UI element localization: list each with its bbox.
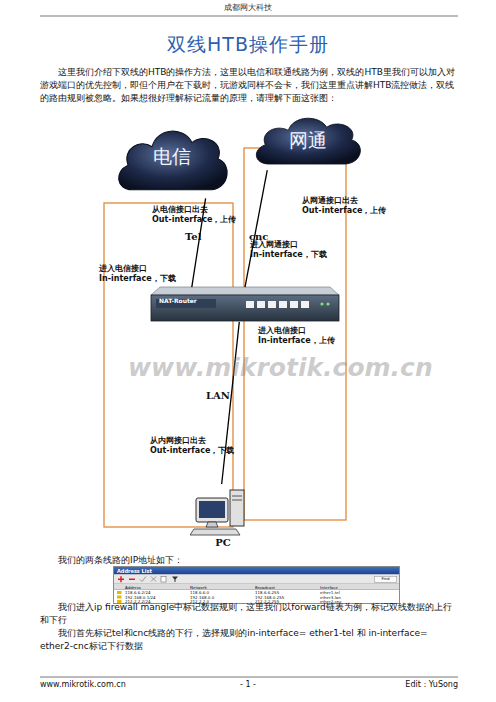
table-cell: ether3-lan — [320, 595, 341, 600]
network-cable — [245, 170, 267, 287]
link-name: LAN — [206, 390, 230, 401]
link-name: Tel — [185, 231, 201, 242]
column-header: Address — [125, 585, 141, 590]
address-list-screenshot: Address ListFindAddress Network Broadcast I… — [113, 566, 400, 604]
flow-callout: 进入电信接口 In-interface，下载 — [99, 264, 176, 285]
body-paragraph: 这里我们介绍下双线的HTB的操作方法，这里以电信和联通线路为例，双线的HTB里我… — [40, 66, 458, 105]
flow-callout: 从内网接口出去 Out-interface，下载 — [150, 436, 234, 457]
table-cell: ether1-tel — [320, 591, 340, 596]
window-titlebar — [114, 567, 400, 575]
network-cable — [222, 322, 240, 484]
pc-terminal: PC — [190, 484, 256, 552]
column-header: Broadcast — [255, 585, 275, 590]
page-title: 双线HTB操作手册 — [0, 32, 496, 58]
flow-callout: 从网通接口出去 Out-interface，上传 — [302, 196, 386, 217]
table-cell: 192.168.0.0 — [190, 595, 214, 600]
cloud-name: 网通 — [250, 128, 365, 154]
device-model: NAT-Router — [159, 297, 197, 304]
body-paragraph: 我们进入ip firewall mangle中标记数据规则，这里我们以forwa… — [40, 601, 458, 626]
toolbar-icons — [114, 575, 214, 585]
body-paragraph: 我们的两条线路的IP地址如下： — [40, 554, 458, 567]
table-cell: 192.168.0.255 — [255, 595, 284, 600]
page-header: 成都网大科技 — [0, 3, 496, 13]
window-toolbar — [114, 575, 400, 585]
flow-callout: 进入电信接口 In-interface，上传 — [258, 326, 335, 347]
column-header: Network — [190, 585, 207, 590]
table-cell: 118.6.6.255 — [255, 591, 279, 596]
table-cell: 192.168.0.1/24 — [125, 595, 156, 600]
flow-callout: 从电信接口出去 Out-interface，上传 — [152, 205, 236, 226]
footer-editor: Edit：YuSong — [318, 680, 458, 690]
terminal-name: PC — [190, 537, 256, 548]
footer-url: www.mikrotik.com.cn — [40, 680, 126, 690]
table-cell: 118.6.6.0 — [190, 591, 209, 596]
isp-cloud: 电信 — [112, 118, 232, 200]
header-rule — [40, 16, 458, 17]
table-cell: 118.6.6.2/24 — [125, 591, 151, 596]
watermark: www.mikrotik.com.cn — [128, 352, 433, 385]
router-outline — [150, 286, 340, 323]
window-title: Address List — [117, 568, 152, 575]
router-device: NAT-Router — [150, 286, 340, 323]
body-paragraph: 我们首先标记tel和cnc线路的下行，选择规则的in-interface= et… — [40, 627, 458, 652]
find-button: Find — [374, 576, 397, 583]
row-icons — [114, 590, 124, 604]
link-name: cnc — [249, 231, 268, 242]
flow-callout: 进入网通接口 In-interface，下载 — [250, 240, 327, 261]
column-header: Interface — [320, 585, 338, 590]
footer-rule — [40, 677, 458, 678]
cloud-name: 电信 — [112, 144, 232, 170]
isp-cloud: 网通 — [250, 108, 365, 172]
pc-outline — [190, 484, 256, 536]
